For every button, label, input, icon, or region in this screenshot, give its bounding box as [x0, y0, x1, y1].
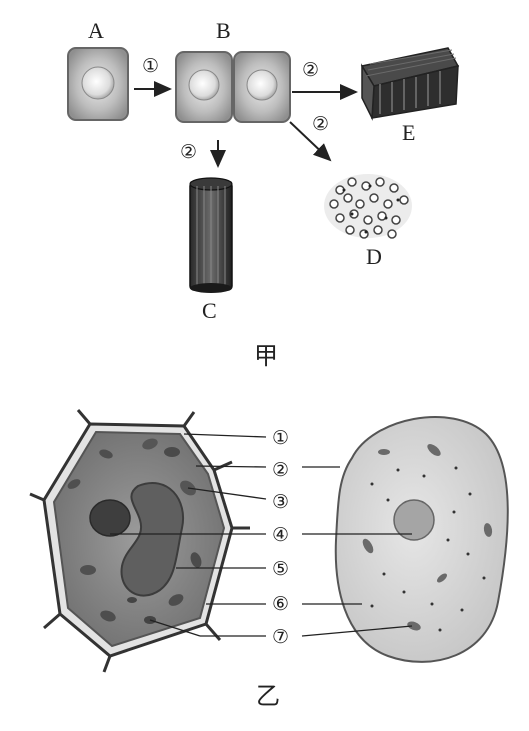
process-1-marker: ①	[142, 55, 159, 77]
process-2-marker-d: ②	[312, 113, 329, 135]
cell-b-pair	[175, 51, 291, 123]
marker-group: ① ② ③ ④ ⑤ ⑥ ⑦	[272, 427, 289, 648]
animal-cell	[334, 415, 509, 663]
process-2-marker-e: ②	[302, 59, 319, 81]
label-e: E	[402, 120, 415, 145]
label-b: B	[216, 18, 231, 43]
process-2-marker-c: ②	[180, 141, 197, 163]
arrow-2-to-d	[289, 121, 332, 162]
label-a: A	[88, 18, 104, 43]
tissue-e	[360, 47, 460, 121]
tissue-d	[324, 174, 412, 239]
marker-7: ⑦	[272, 626, 289, 648]
caption-yi: 乙	[256, 682, 280, 710]
tissue-c	[189, 177, 233, 293]
marker-6: ⑥	[272, 593, 289, 615]
label-d: D	[366, 244, 382, 269]
marker-2: ②	[272, 459, 289, 481]
plant-cell	[29, 409, 250, 673]
animal-leader-lines	[301, 466, 413, 637]
plant-leader-lines	[110, 433, 267, 637]
marker-3: ③	[272, 491, 289, 513]
cell-a	[67, 47, 129, 121]
caption-jia: 甲	[254, 342, 278, 370]
marker-4: ④	[272, 524, 289, 546]
marker-5: ⑤	[272, 558, 289, 580]
label-c: C	[202, 298, 217, 323]
marker-1: ①	[272, 427, 289, 449]
